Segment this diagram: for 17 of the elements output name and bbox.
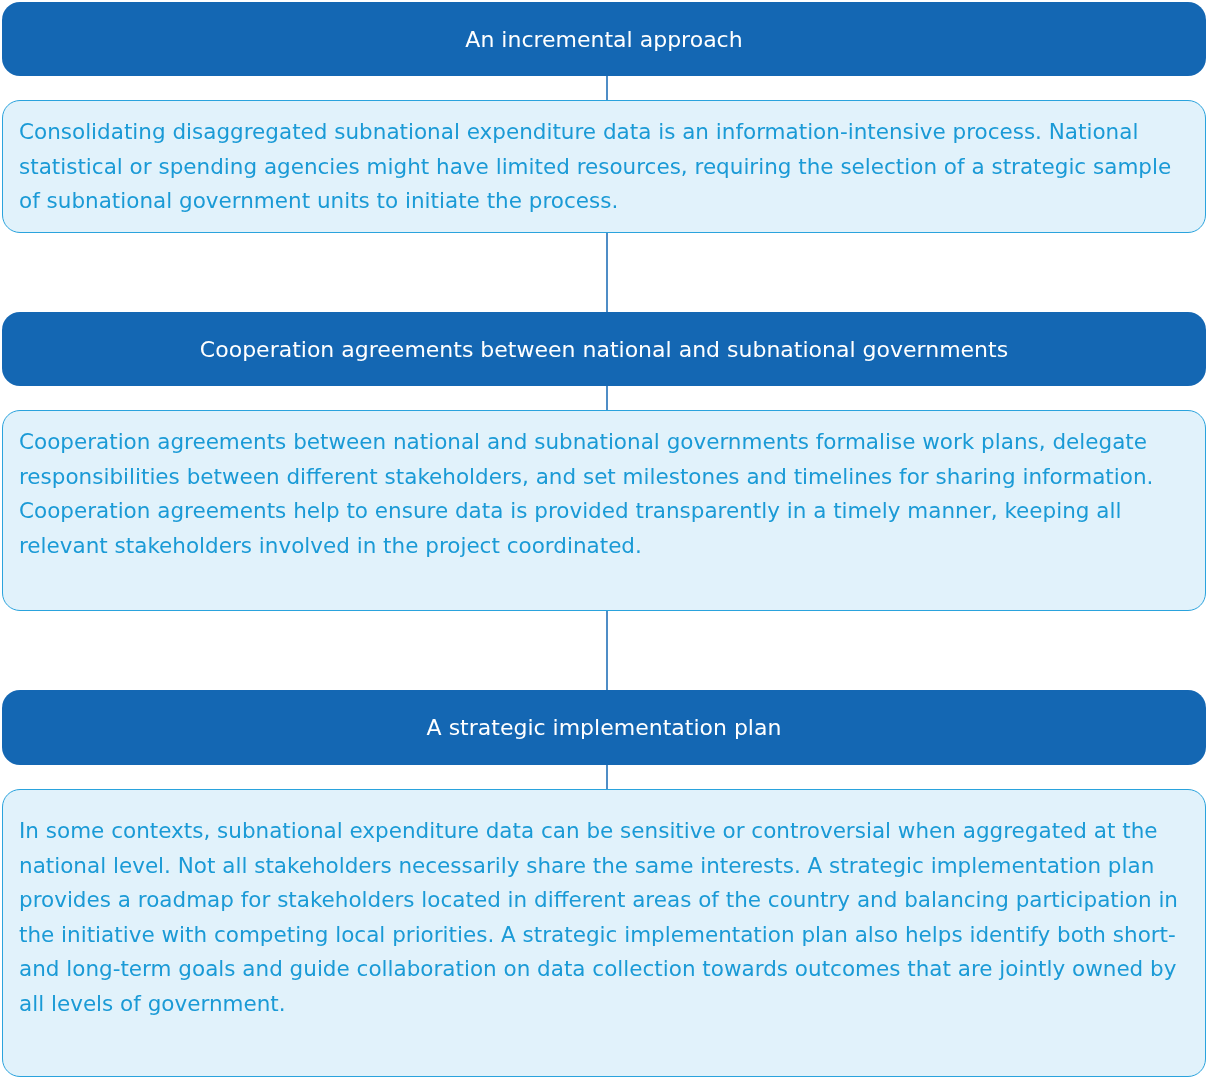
heading-text: An incremental approach bbox=[465, 26, 743, 52]
connector-line bbox=[606, 610, 608, 691]
description-text: In some contexts, subnational expenditure data can be sensitive or controversial when aggregated at the national level. Not all stakeholders necessarily share the same interests. A strategic implementation plan provides a roadmap for stakeholders located in different areas of the country and balancing participation in the initiative with competing local priorities. A strategic implementation plan also helps identify both short- and long-term goals and guide collaboration on data collection towards outcomes that are jointly owned by all levels of government. bbox=[19, 818, 1178, 1016]
text-panel bbox=[2, 789, 1206, 1077]
heading-bar bbox=[2, 312, 1206, 386]
connector-line bbox=[606, 232, 608, 313]
heading-bar bbox=[2, 2, 1206, 76]
connector-line bbox=[606, 385, 608, 411]
text-panel bbox=[2, 410, 1206, 611]
text-panel bbox=[2, 100, 1206, 233]
description-text: Cooperation agreements between national and subnational governments formalise work plans, delegate responsibilities between different stakeholders, and set milestones and timelines for sharing information. Cooperation agreements help to ensure data is provided transparently in a timely manner, keeping all relevant stakeholders involved in the project coordinated. bbox=[19, 429, 1154, 558]
description-text: Consolidating disaggregated subnational expenditure data is an information-intensive process. National statistical or spending agencies might have limited resources, requiring the selection of a strategic sample of subnational government units to initiate the process. bbox=[19, 119, 1172, 214]
connector-line bbox=[606, 764, 608, 790]
heading-text: Cooperation agreements between national and subnational governments bbox=[199, 336, 1009, 362]
heading-text: A strategic implementation plan bbox=[426, 715, 782, 740]
connector-line bbox=[606, 75, 608, 101]
heading-bar bbox=[2, 690, 1206, 765]
